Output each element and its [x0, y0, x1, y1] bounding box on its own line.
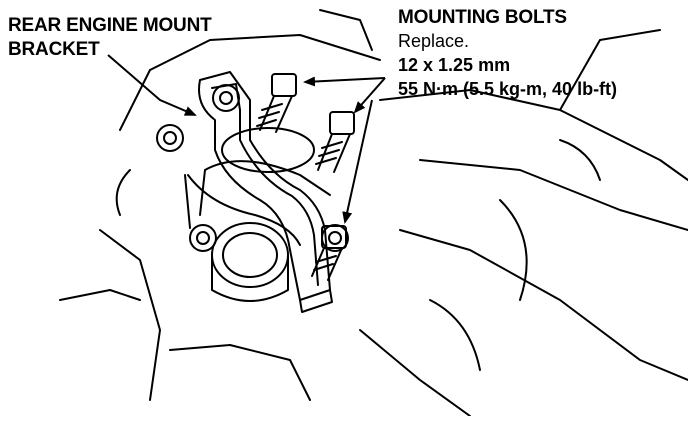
bolts-label-torque: 55 N·m (5.5 kg-m, 40 lb-ft) — [398, 79, 618, 99]
mounting-bolt-3 — [311, 225, 347, 281]
bolts-label-title: MOUNTING BOLTS — [398, 7, 567, 28]
bolts-label-note: Replace. — [398, 31, 470, 51]
bolt-leader-line-3 — [342, 99, 373, 224]
mounting-bolt-2 — [315, 111, 355, 173]
rear-engine-mount-bracket — [184, 71, 333, 313]
bolt-leader-line-2 — [353, 77, 386, 114]
engine-block-outline — [59, 9, 688, 417]
bracket-label-line2: BRACKET — [8, 39, 100, 60]
bracket-leader-line — [107, 54, 197, 116]
bracket-label-line1: REAR ENGINE MOUNT — [8, 15, 212, 36]
bolt-leader-line-1 — [303, 76, 386, 87]
mounting-bolt-1 — [256, 73, 297, 133]
mount-boss — [199, 127, 331, 302]
bolts-label-size: 12 x 1.25 mm — [398, 55, 511, 75]
